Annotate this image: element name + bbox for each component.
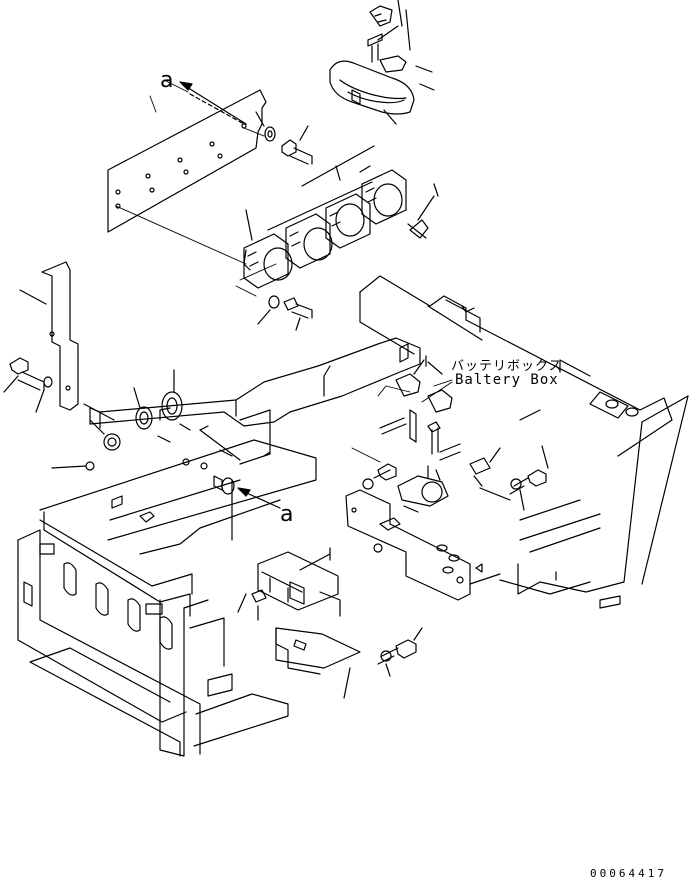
view-ref-label-mid: a xyxy=(280,502,294,527)
chassis xyxy=(17,439,317,757)
view-arrow-mid xyxy=(237,487,281,509)
battery-box-leader xyxy=(421,379,453,403)
battery-box xyxy=(359,275,689,609)
right-fasteners xyxy=(479,445,549,511)
drawing-number: 00064417 xyxy=(590,867,667,880)
grommets xyxy=(51,369,183,471)
view-ref-label-top: a xyxy=(160,68,174,93)
top-fasteners xyxy=(255,111,313,331)
battery-box-label-jp: バッテリボックス xyxy=(451,359,563,374)
battery-bracket xyxy=(345,489,501,601)
lower-switch xyxy=(237,547,341,621)
battery-box-label-en: Baltery Box xyxy=(455,372,559,388)
side-bracket xyxy=(3,261,79,413)
lower-cover xyxy=(275,627,423,699)
mounting-plate xyxy=(107,79,267,265)
relay-bank xyxy=(235,145,439,297)
view-arrow-top xyxy=(179,81,247,125)
battery-terminals xyxy=(351,355,501,513)
hose-fitting-assembly xyxy=(329,0,435,125)
